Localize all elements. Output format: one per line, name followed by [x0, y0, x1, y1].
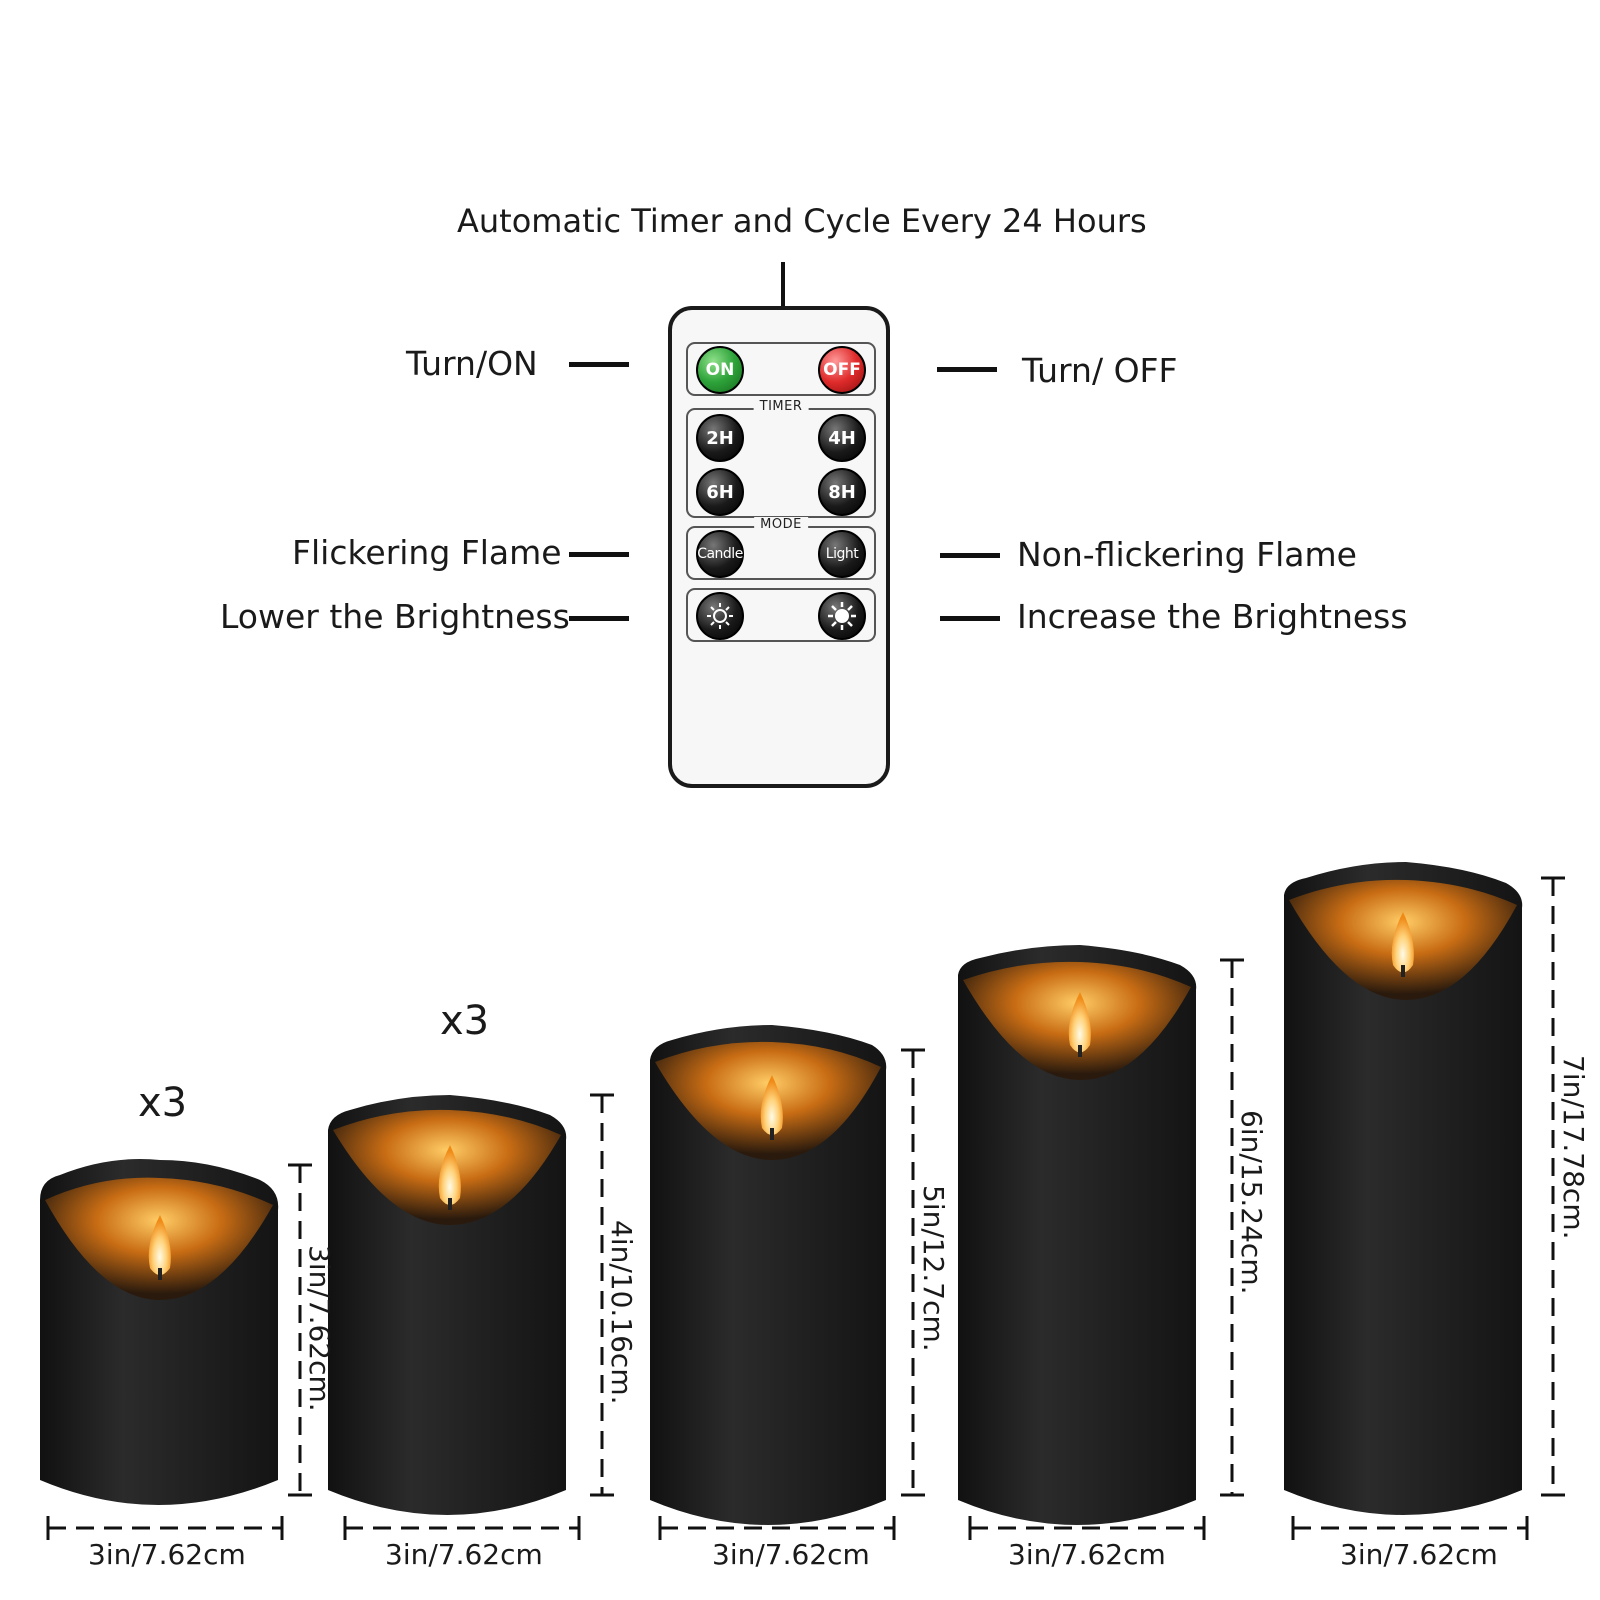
turn-on-label: Turn/ON: [406, 344, 538, 383]
turn-off-leader: [937, 367, 997, 372]
width-label-4: 3in/7.62cm: [1008, 1538, 1166, 1571]
increase-brightness-leader: [940, 616, 1000, 621]
height-label-1: 3in/7.62cm.: [303, 1245, 336, 1412]
power-panel: ON OFF: [686, 342, 876, 396]
off-button[interactable]: OFF: [818, 346, 866, 394]
width-label-1: 3in/7.62cm: [88, 1538, 246, 1571]
timer-title: TIMER: [753, 399, 809, 414]
on-button[interactable]: ON: [696, 346, 744, 394]
height-label-4: 6in/15.24cm.: [1235, 1110, 1268, 1295]
brightness-down-button[interactable]: [696, 592, 744, 640]
quantity-label-1: x3: [138, 1080, 188, 1126]
candle-5: [1284, 862, 1523, 1515]
candle-3: [650, 1025, 887, 1525]
timer-4h-button[interactable]: 4H: [818, 414, 866, 462]
sun-bright-icon: [828, 602, 856, 630]
non-flickering-flame-label: Non-flickering Flame: [1017, 535, 1357, 574]
height-label-3: 5in/12.7cm.: [917, 1185, 950, 1352]
lower-brightness-leader: [569, 616, 629, 621]
page-title: Automatic Timer and Cycle Every 24 Hours: [457, 202, 1147, 240]
turn-off-label: Turn/ OFF: [1022, 351, 1178, 390]
width-dimension-lines: [46, 1516, 1529, 1540]
timer-8h-button[interactable]: 8H: [818, 468, 866, 516]
width-label-5: 3in/7.62cm: [1340, 1538, 1498, 1571]
timer-2h-button[interactable]: 2H: [696, 414, 744, 462]
brightness-panel: [686, 588, 876, 642]
height-label-2: 4in/10.16cm.: [605, 1220, 638, 1405]
mode-panel: MODE Candle Light: [686, 517, 876, 580]
candle-1: [40, 1159, 279, 1505]
flickering-flame-label: Flickering Flame: [292, 533, 562, 572]
width-label-3: 3in/7.62cm: [712, 1538, 870, 1571]
turn-on-leader: [569, 362, 629, 367]
lower-brightness-label: Lower the Brightness: [220, 597, 570, 636]
quantity-label-2: x3: [440, 998, 490, 1044]
non-flickering-flame-leader: [940, 553, 1000, 558]
height-label-5: 7in/17.78cm.: [1557, 1055, 1590, 1240]
brightness-up-button[interactable]: [818, 592, 866, 640]
timer-6h-button[interactable]: 6H: [696, 468, 744, 516]
flickering-flame-leader: [569, 552, 629, 557]
mode-title: MODE: [754, 517, 808, 532]
candle-2: [328, 1095, 567, 1515]
timer-panel: TIMER 2H 4H 6H 8H: [686, 399, 876, 518]
candle-mode-button[interactable]: Candle: [696, 530, 744, 578]
candle-4: [958, 945, 1197, 1525]
sun-dim-icon: [707, 603, 733, 629]
light-mode-button[interactable]: Light: [818, 530, 866, 578]
width-label-2: 3in/7.62cm: [385, 1538, 543, 1571]
increase-brightness-label: Increase the Brightness: [1017, 597, 1408, 636]
remote-control: ON OFF TIMER 2H 4H 6H 8H MODE Candle Lig…: [668, 306, 890, 788]
